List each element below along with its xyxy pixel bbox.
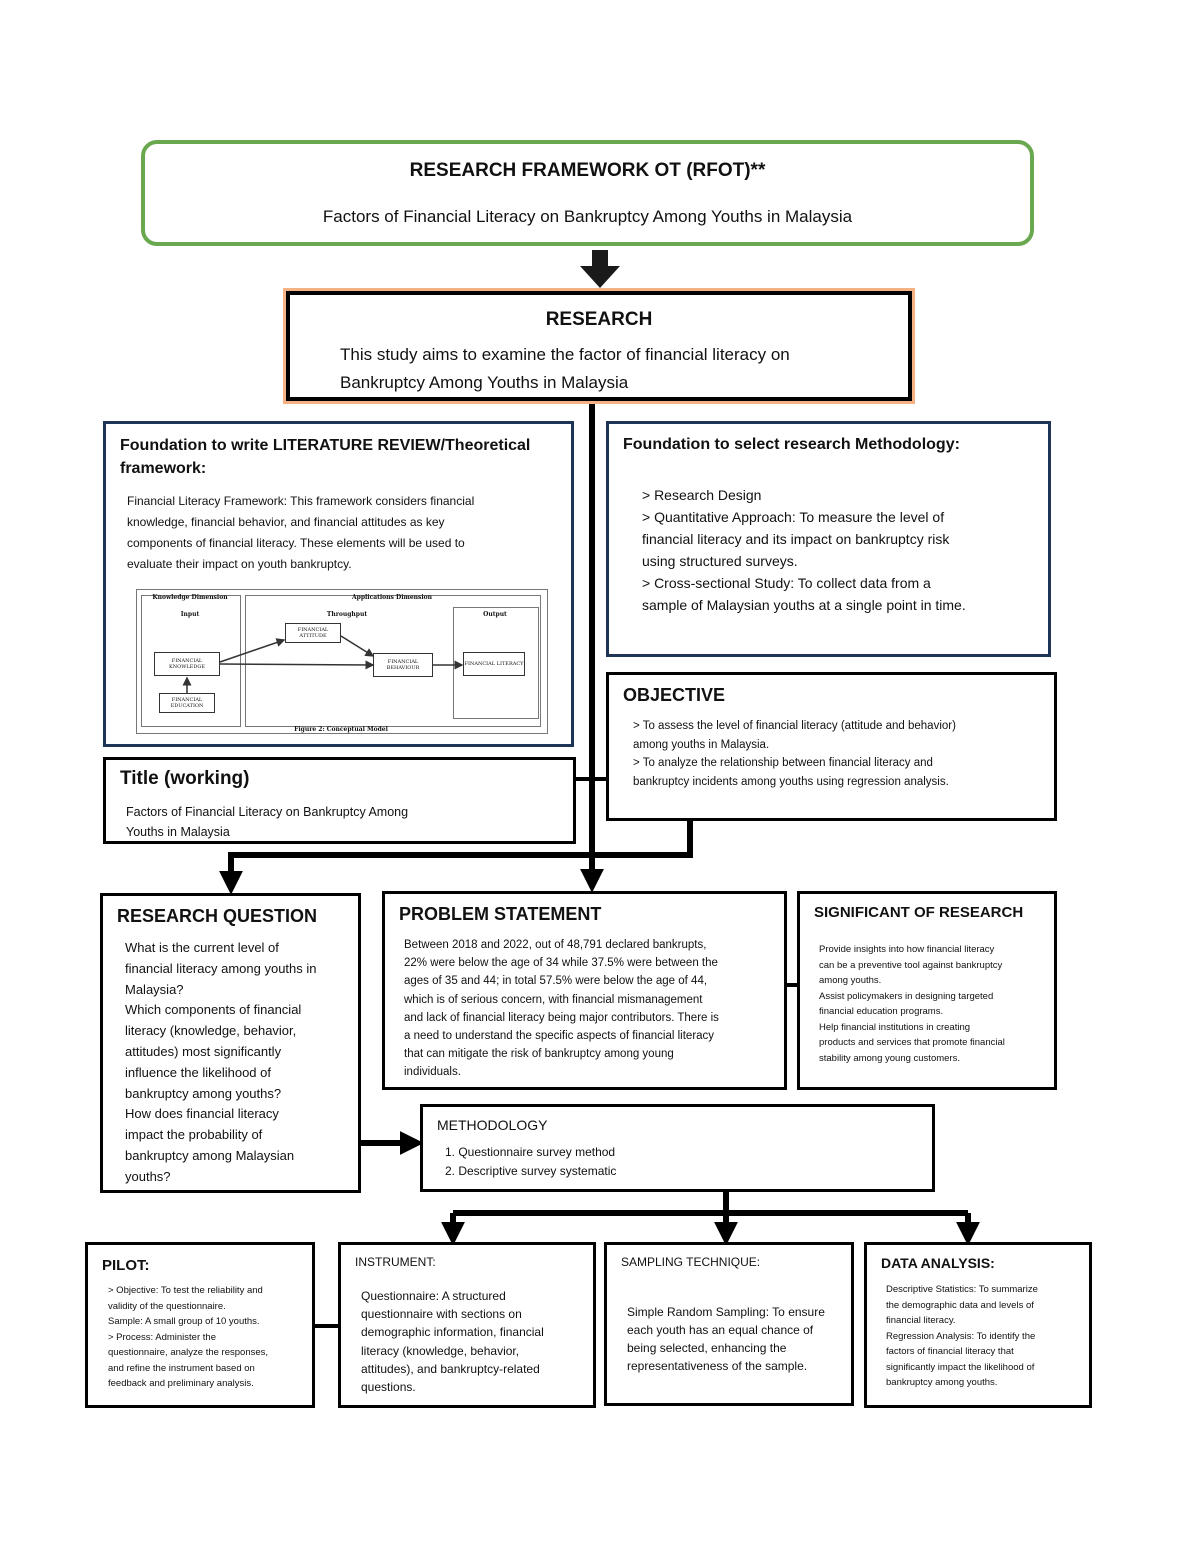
methodology-item-2: 2. Descriptive survey systematic — [445, 1164, 617, 1178]
financial-literacy-node: FINANCIAL LITERACY — [463, 652, 525, 676]
research-text: This study aims to examine the factor of… — [340, 345, 790, 392]
methodology-foundation-heading: Foundation to select research Methodolog… — [623, 436, 960, 453]
data-analysis-text: Descriptive Statistics: To summarize the… — [886, 1284, 1038, 1388]
significant-heading: SIGNIFICANT OF RESEARCH — [814, 904, 1024, 921]
literature-review-box: Foundation to write LITERATURE REVIEW/Th… — [103, 421, 574, 747]
research-question-box: RESEARCH QUESTION What is the current le… — [100, 893, 361, 1193]
financial-attitude-node: FINANCIAL ATTITUDE — [285, 623, 341, 643]
problem-statement-text: Between 2018 and 2022, out of 48,791 dec… — [404, 939, 719, 1079]
methodology-foundation-box: Foundation to select research Methodolog… — [606, 421, 1051, 657]
methodology-heading: METHODOLOGY — [437, 1117, 548, 1133]
significant-text: Provide insights into how financial lite… — [819, 944, 1005, 1064]
title-working-box: Title (working) Factors of Financial Lit… — [103, 757, 576, 844]
research-question-text: What is the current level of financial l… — [125, 940, 317, 1184]
framework-title: RESEARCH FRAMEWORK OT (RFOT)** — [409, 160, 766, 181]
framework-box: RESEARCH FRAMEWORK OT (RFOT)** Factors o… — [141, 140, 1034, 246]
sampling-heading: SAMPLING TECHNIQUE: — [621, 1255, 761, 1269]
figure-caption: Figure 2: Conceptual Model — [294, 726, 388, 733]
data-analysis-box: DATA ANALYSIS: Descriptive Statistics: T… — [864, 1242, 1092, 1408]
title-working-text: Factors of Financial Literacy on Bankrup… — [126, 805, 409, 839]
input-label: Input — [180, 611, 200, 618]
research-question-heading: RESEARCH QUESTION — [117, 906, 318, 926]
objective-text: > To assess the level of financial liter… — [633, 720, 956, 788]
title-working-heading: Title (working) — [120, 768, 250, 789]
pilot-text: > Objective: To test the reliability and… — [108, 1285, 269, 1389]
financial-behaviour-node: FINANCIAL BEHAVIOUR — [373, 653, 433, 677]
objective-to-research-question — [219, 820, 693, 895]
methodology-box: METHODOLOGY 1. Questionnaire survey meth… — [420, 1104, 935, 1192]
instrument-heading: INSTRUMENT: — [355, 1255, 436, 1269]
literature-text: Financial Literacy Framework: This frame… — [127, 494, 475, 571]
objective-box: OBJECTIVE > To assess the level of finan… — [606, 672, 1057, 821]
objective-heading: OBJECTIVE — [623, 685, 726, 705]
methodology-item-1: 1. Questionnaire survey method — [445, 1145, 616, 1159]
output-label: Output — [483, 611, 507, 618]
applications-dimension-label: Applications Dimension — [351, 594, 433, 601]
financial-education-node: FINANCIAL EDUCATION — [159, 693, 215, 713]
conceptual-model-figure: Knowledge Dimension Applications Dimensi… — [136, 589, 548, 734]
down-arrow-icon — [580, 250, 620, 288]
literature-heading: Foundation to write LITERATURE REVIEW/Th… — [120, 437, 531, 477]
problem-statement-heading: PROBLEM STATEMENT — [399, 904, 602, 924]
significant-box: SIGNIFICANT OF RESEARCH Provide insights… — [797, 891, 1057, 1090]
pilot-heading: PILOT: — [102, 1257, 150, 1274]
data-analysis-heading: DATA ANALYSIS: — [881, 1255, 995, 1271]
sampling-box: SAMPLING TECHNIQUE: Simple Random Sampli… — [604, 1242, 854, 1406]
instrument-box: INSTRUMENT: Questionnaire: A structured … — [338, 1242, 596, 1408]
problem-statement-box: PROBLEM STATEMENT Between 2018 and 2022,… — [382, 891, 787, 1090]
model-arrows — [182, 635, 464, 693]
throughput-label: Throughput — [326, 611, 368, 618]
instrument-text: Questionnaire: A structured questionnair… — [361, 1289, 544, 1395]
knowledge-dimension-label: Knowledge Dimension — [152, 594, 228, 601]
research-heading: RESEARCH — [545, 309, 653, 330]
methodology-foundation-text: > Research Design > Quantitative Approac… — [642, 487, 966, 613]
financial-knowledge-node: FINANCIAL KNOWLEDGE — [154, 652, 220, 676]
pilot-box: PILOT: > Objective: To test the reliabil… — [85, 1242, 315, 1408]
research-box: RESEARCH This study aims to examine the … — [286, 291, 912, 401]
sampling-text: Simple Random Sampling: To ensure each y… — [627, 1305, 825, 1373]
framework-subtitle: Factors of Financial Literacy on Bankrup… — [322, 207, 853, 226]
